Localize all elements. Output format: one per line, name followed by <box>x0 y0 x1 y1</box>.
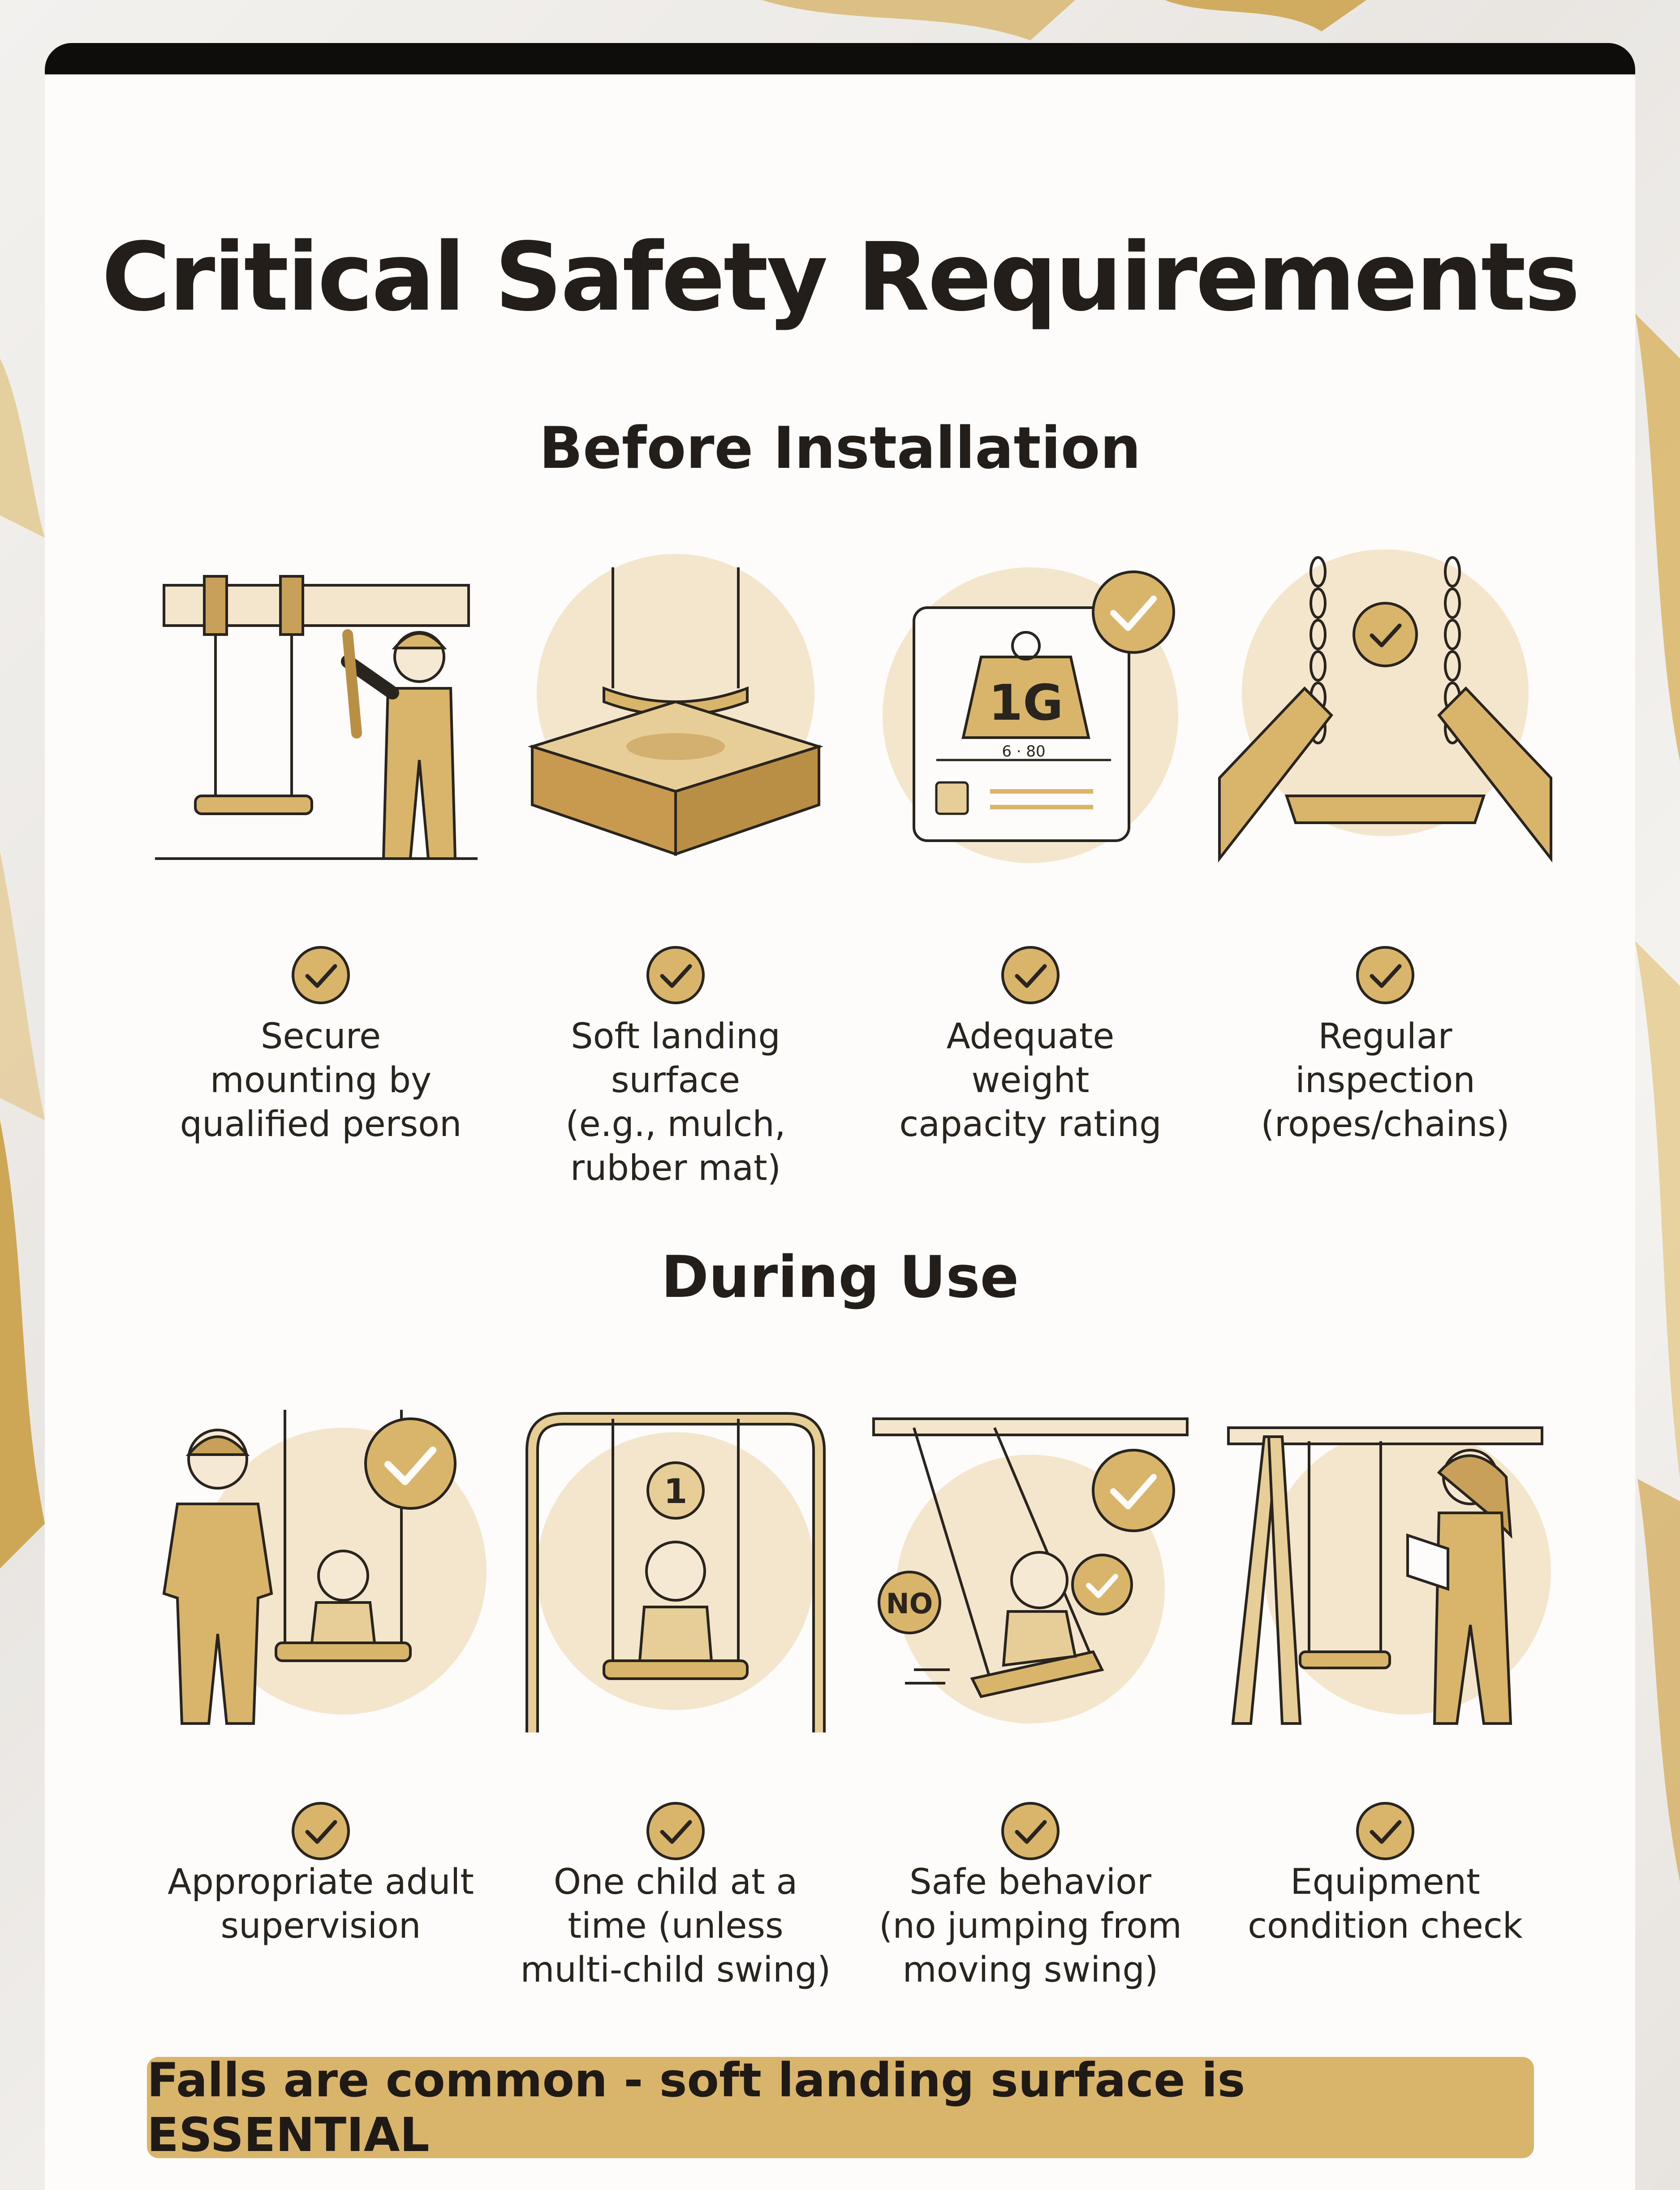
weight-label: 1G <box>989 674 1064 731</box>
check-icon <box>1356 946 1414 1004</box>
section-heading-during-use: During Use <box>661 1244 1019 1311</box>
one-badge-label: 1 <box>664 1471 688 1511</box>
adult-supervision-icon <box>162 1410 487 1725</box>
chain-inspection-icon <box>1218 549 1552 863</box>
requirement-caption: Regular inspection (ropes/chains) <box>1261 1016 1510 1145</box>
check-icon <box>646 946 705 1004</box>
check-icon <box>1001 1802 1060 1860</box>
section-heading-before-installation: Before Installation <box>539 415 1141 482</box>
warning-banner: Falls are common - soft landing surface … <box>147 2053 1534 2162</box>
no-badge-label: NO <box>886 1587 933 1620</box>
requirement-caption: Equipment condition check <box>1248 1862 1523 1946</box>
safety-card: Critical Safety Requirements Before Inst… <box>45 43 1635 2190</box>
requirement-caption: Secure mounting by qualified person <box>180 1016 462 1145</box>
one-child-icon: 1 <box>526 1412 826 1732</box>
requirement-caption: Soft landing surface (e.g., mulch, rubbe… <box>565 1016 786 1188</box>
equipment-check-icon <box>1227 1426 1551 1725</box>
check-icon <box>292 1802 350 1860</box>
check-icon <box>646 1802 705 1860</box>
requirement-caption: One child at a time (unless multi-child … <box>520 1862 831 1990</box>
page-title: Critical Safety Requirements <box>101 222 1581 332</box>
requirement-caption: Safe behavior (no jumping from moving sw… <box>879 1862 1182 1990</box>
requirement-caption: Adequate weight capacity rating <box>899 1016 1162 1145</box>
check-icon <box>1356 1802 1414 1860</box>
check-icon <box>292 946 350 1004</box>
safe-behavior-icon: NO <box>872 1417 1189 1723</box>
worker-mounting-swing-icon <box>155 575 478 860</box>
weight-capacity-label-icon: 1G 6 · 80 <box>883 567 1178 863</box>
check-icon <box>1001 946 1060 1004</box>
requirement-caption: Appropriate adult supervision <box>168 1862 474 1946</box>
measure-label: 6 · 80 <box>1002 743 1045 760</box>
soft-landing-surface-icon <box>527 554 824 856</box>
